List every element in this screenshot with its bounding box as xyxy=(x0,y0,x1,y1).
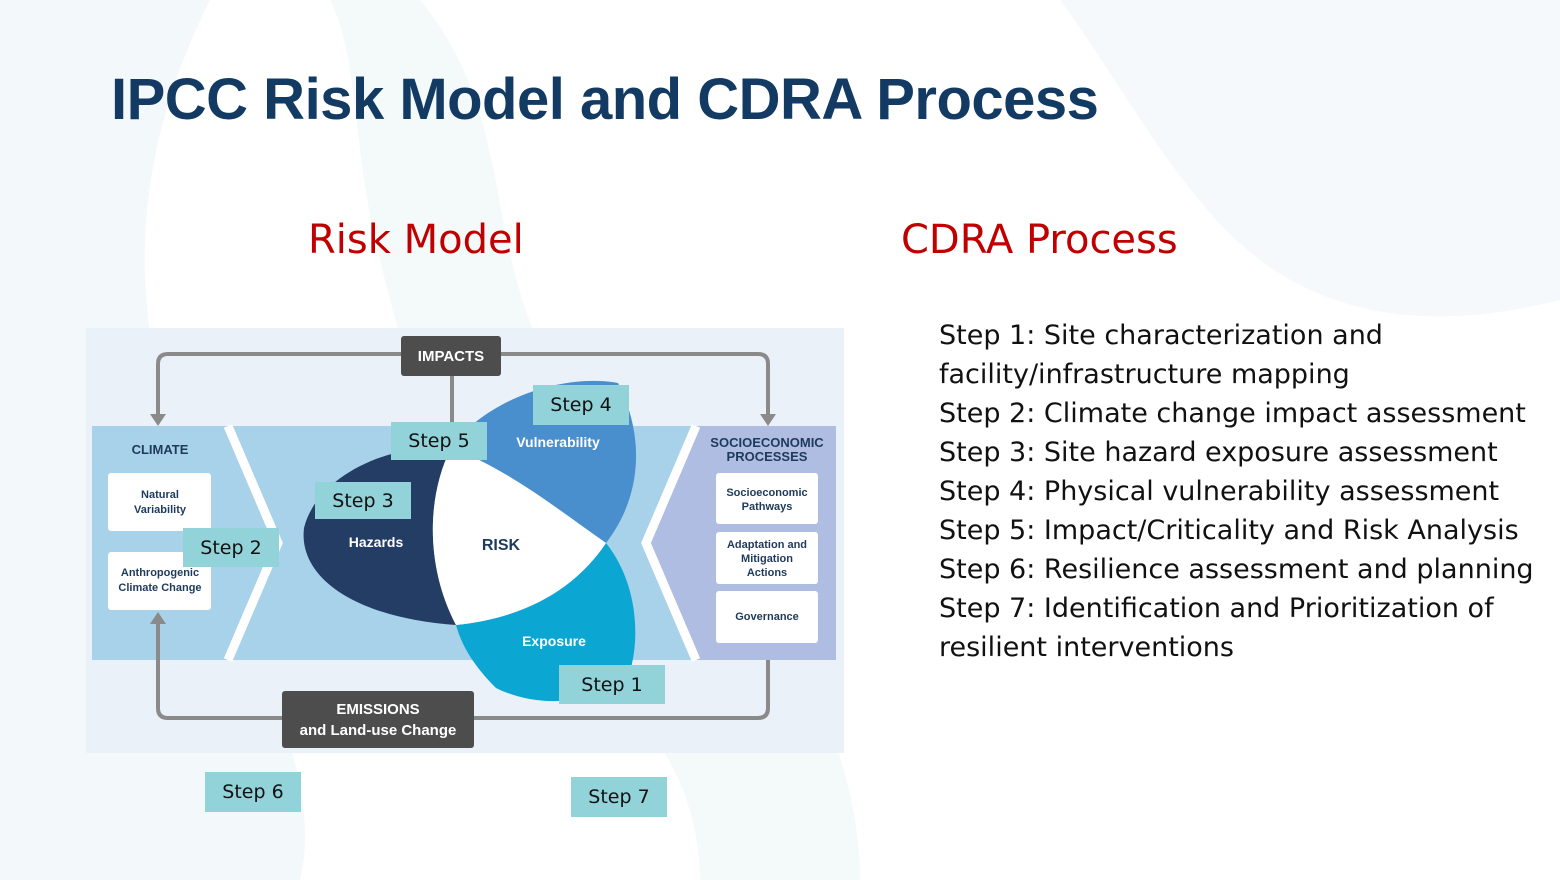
socioeconomic-pathways-label: Socioeconomic xyxy=(726,487,807,499)
step-list-line: Step 3: Site hazard exposure assessment xyxy=(939,437,1498,468)
impacts-label: IMPACTS xyxy=(418,348,484,365)
natural-variability-label: Natural xyxy=(141,489,179,501)
anthropogenic-sublabel: Climate Change xyxy=(118,582,201,594)
natural-variability-box xyxy=(108,473,211,531)
socioeconomic-subheading: PROCESSES xyxy=(727,449,808,464)
step-list-line: Step 2: Climate change impact assessment xyxy=(939,398,1526,429)
step-7-box: Step 7 xyxy=(571,777,667,817)
step-list-line: Step 1: Site characterization and xyxy=(939,320,1383,351)
page-title: IPCC Risk Model and CDRA Process xyxy=(111,67,1099,132)
step-5-box: Step 5 xyxy=(391,422,487,460)
step-4-box: Step 4 xyxy=(533,385,629,425)
step-list-line: resilient interventions xyxy=(939,632,1234,663)
anthropogenic-label: Anthropogenic xyxy=(121,567,199,579)
adaptation-sublabel-2: Actions xyxy=(747,567,787,579)
step-2-box: Step 2 xyxy=(183,528,279,567)
socioeconomic-heading: SOCIOECONOMIC xyxy=(710,435,824,450)
climate-heading: CLIMATE xyxy=(132,442,189,457)
emissions-label: EMISSIONS xyxy=(336,701,419,718)
vulnerability-label: Vulnerability xyxy=(516,434,600,450)
step-list-line: Step 4: Physical vulnerability assessmen… xyxy=(939,476,1500,507)
socioeconomic-pathways-box xyxy=(716,473,818,524)
cdra-step-list: Step 1: Site characterization and facili… xyxy=(939,316,1539,667)
arrow-heads xyxy=(150,414,776,624)
chevron-right xyxy=(641,424,701,662)
step-1-box: Step 1 xyxy=(559,665,665,704)
step-list-line: Step 5: Impact/Criticality and Risk Anal… xyxy=(939,515,1519,546)
exposure-petal xyxy=(456,543,636,702)
cdra-process-heading: CDRA Process xyxy=(901,217,1178,263)
step-list-line: Step 6: Resilience assessment and planni… xyxy=(939,554,1534,585)
exposure-label: Exposure xyxy=(522,633,586,649)
socioeconomic-pathways-sublabel: Pathways xyxy=(742,501,793,513)
impacts-box xyxy=(401,336,501,376)
step-list-line: Step 7: Identification and Prioritizatio… xyxy=(939,593,1494,624)
adaptation-box xyxy=(716,532,818,584)
risk-model-heading: Risk Model xyxy=(308,217,524,263)
risk-label: RISK xyxy=(482,537,521,554)
adaptation-sublabel: Mitigation xyxy=(741,553,793,565)
hazards-label: Hazards xyxy=(349,534,404,550)
emissions-sublabel: and Land-use Change xyxy=(300,722,457,739)
step-list-line: facility/infrastructure mapping xyxy=(939,359,1350,390)
ipcc-risk-diagram: IMPACTS EMISSIONS and Land-use Change CL… xyxy=(86,328,844,753)
risk-core xyxy=(432,448,606,625)
natural-variability-sublabel: Variability xyxy=(134,504,187,516)
step-3-box: Step 3 xyxy=(315,482,411,519)
emissions-box xyxy=(282,691,474,748)
governance-box xyxy=(716,591,818,643)
step-6-box: Step 6 xyxy=(205,772,301,812)
adaptation-label: Adaptation and xyxy=(727,539,807,551)
governance-label: Governance xyxy=(735,611,799,623)
